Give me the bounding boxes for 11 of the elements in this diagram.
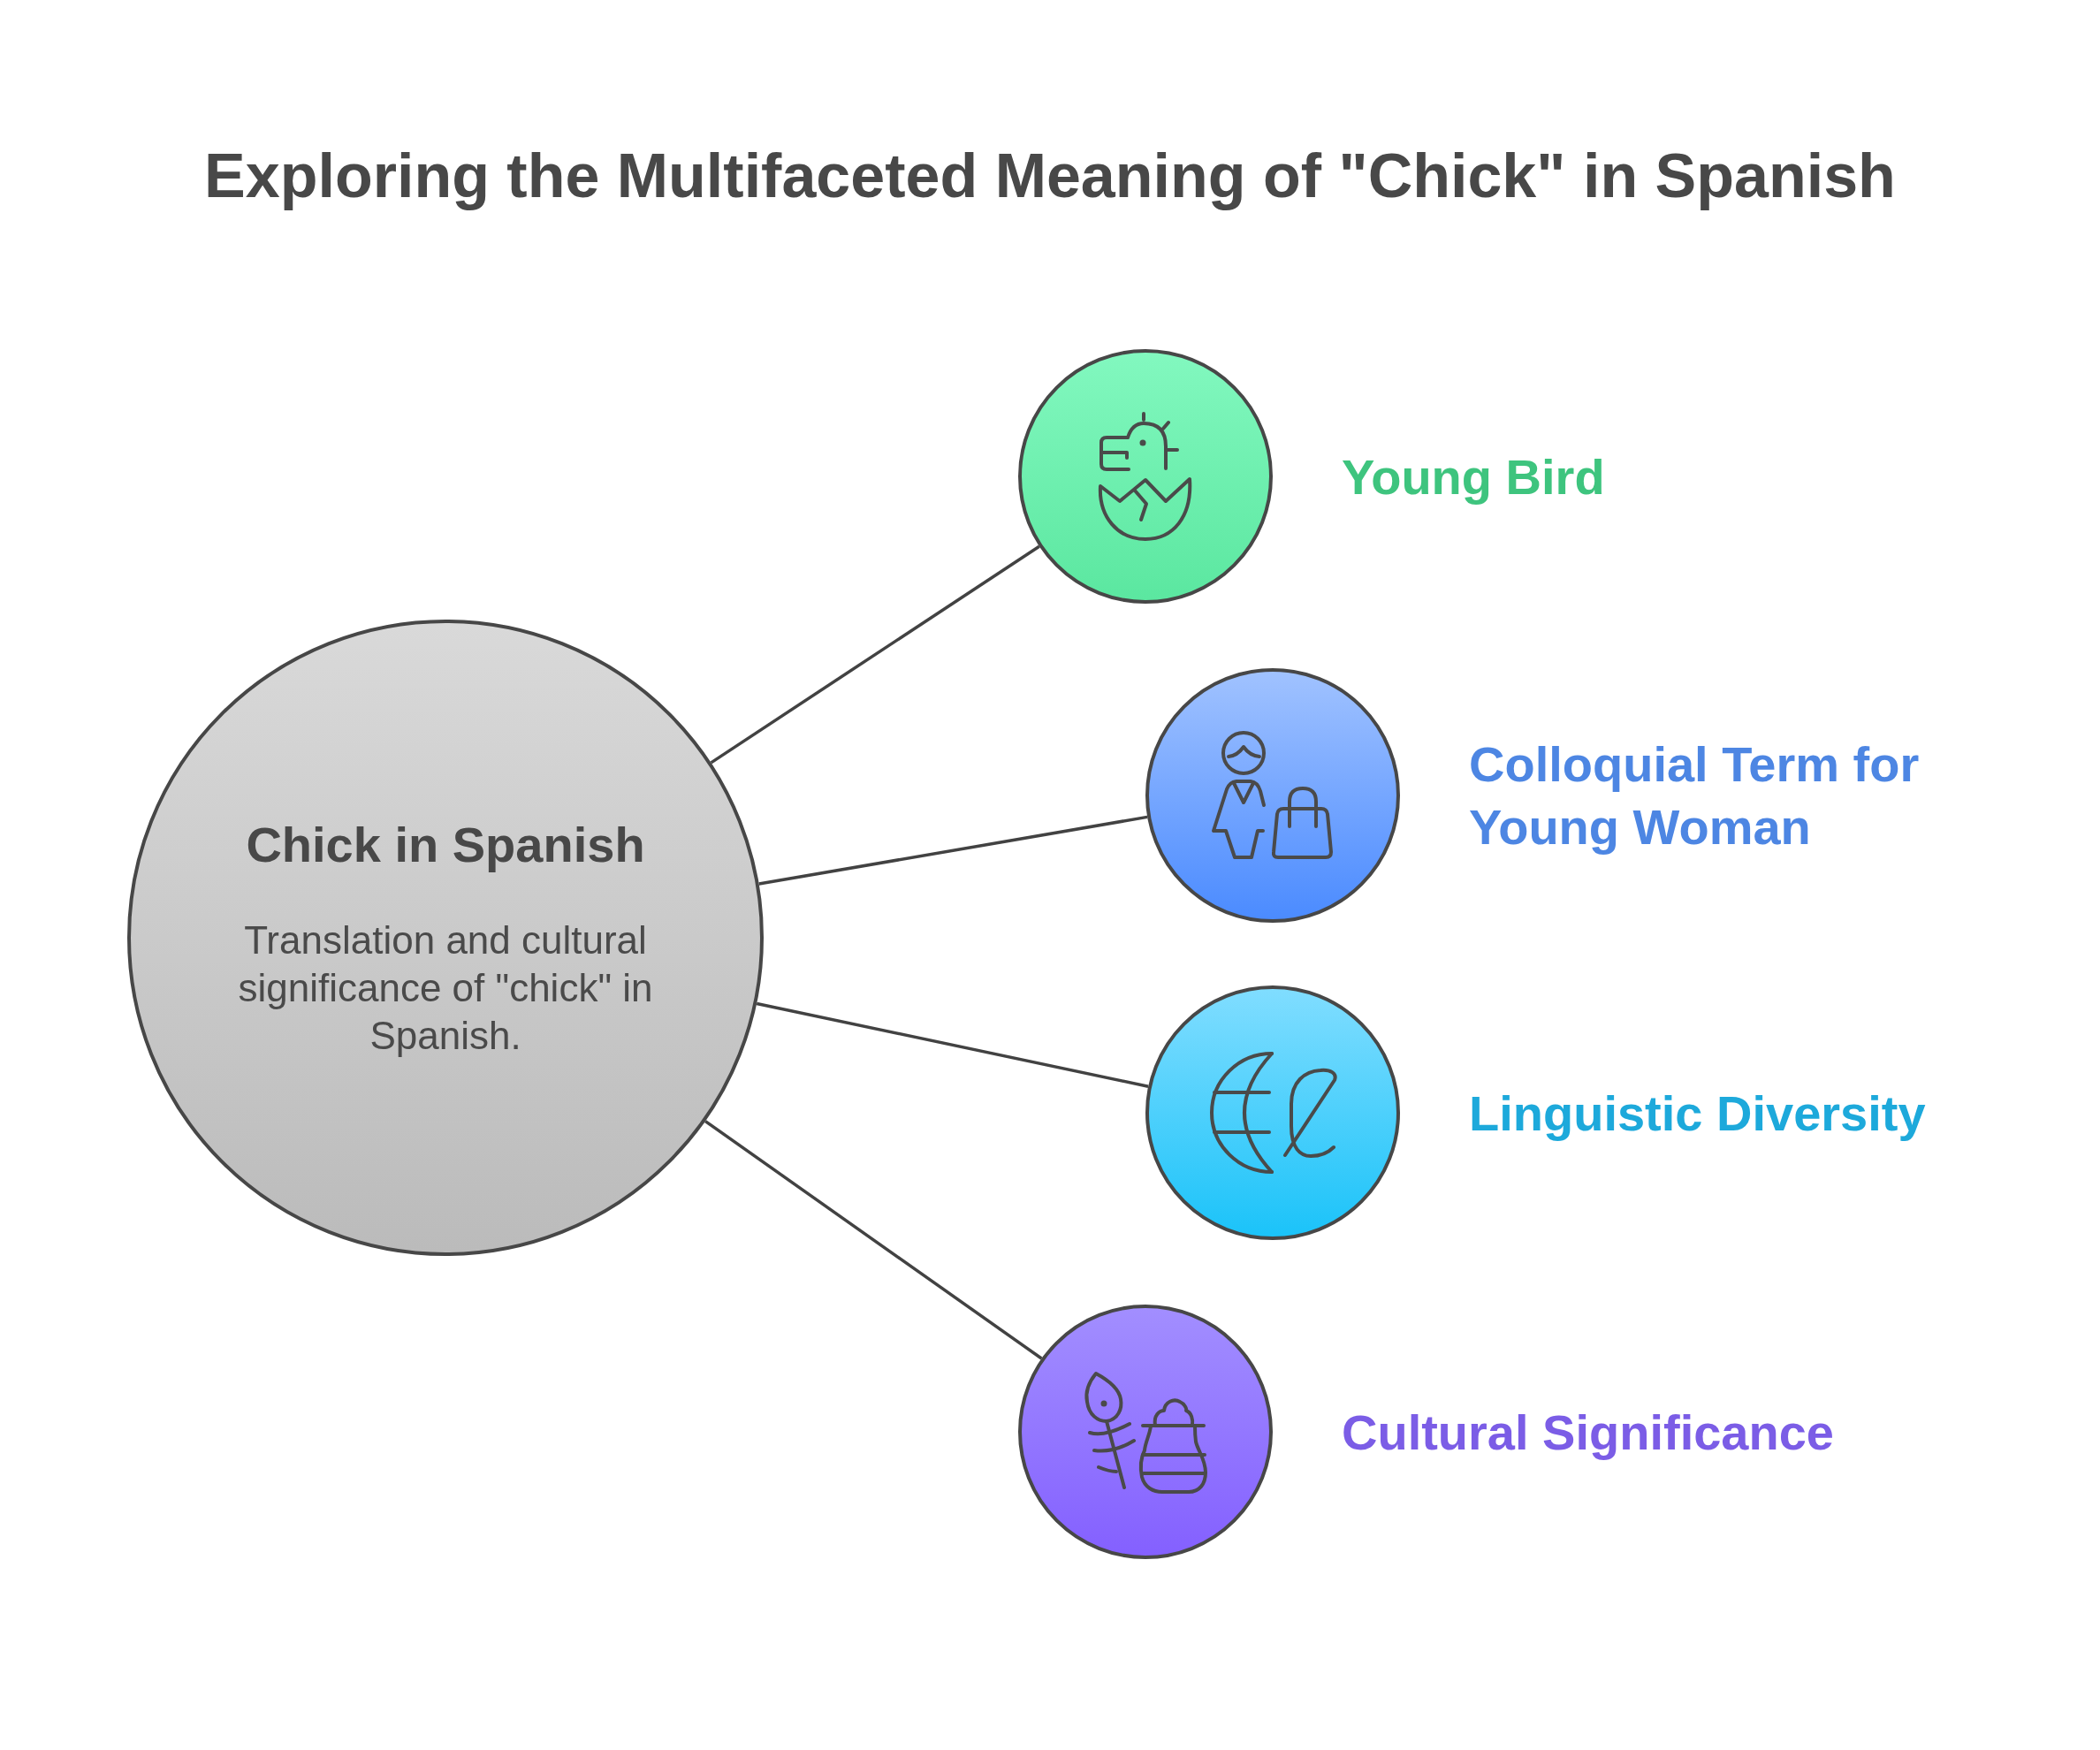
branch-label: Linguistic Diversity [1469, 1084, 1926, 1143]
branch-label: Colloquial Term for Young Woman [1469, 735, 1921, 856]
branch-label: Young Bird [1342, 447, 1605, 506]
circle-heading: Chick in Spanish [246, 816, 645, 874]
connector-line [710, 544, 1040, 765]
diagram-title: Exploring the Multifaceted Meaning of "Chick" in Spanish [204, 141, 1896, 212]
branch-label: Cultural Significance [1342, 1403, 1834, 1462]
circle-description: Translation and cultural significance of "chick" in Spanish. [237, 917, 654, 1059]
connector-line [758, 815, 1148, 886]
connector-line [704, 1120, 1043, 1360]
connector-line [756, 1001, 1149, 1088]
